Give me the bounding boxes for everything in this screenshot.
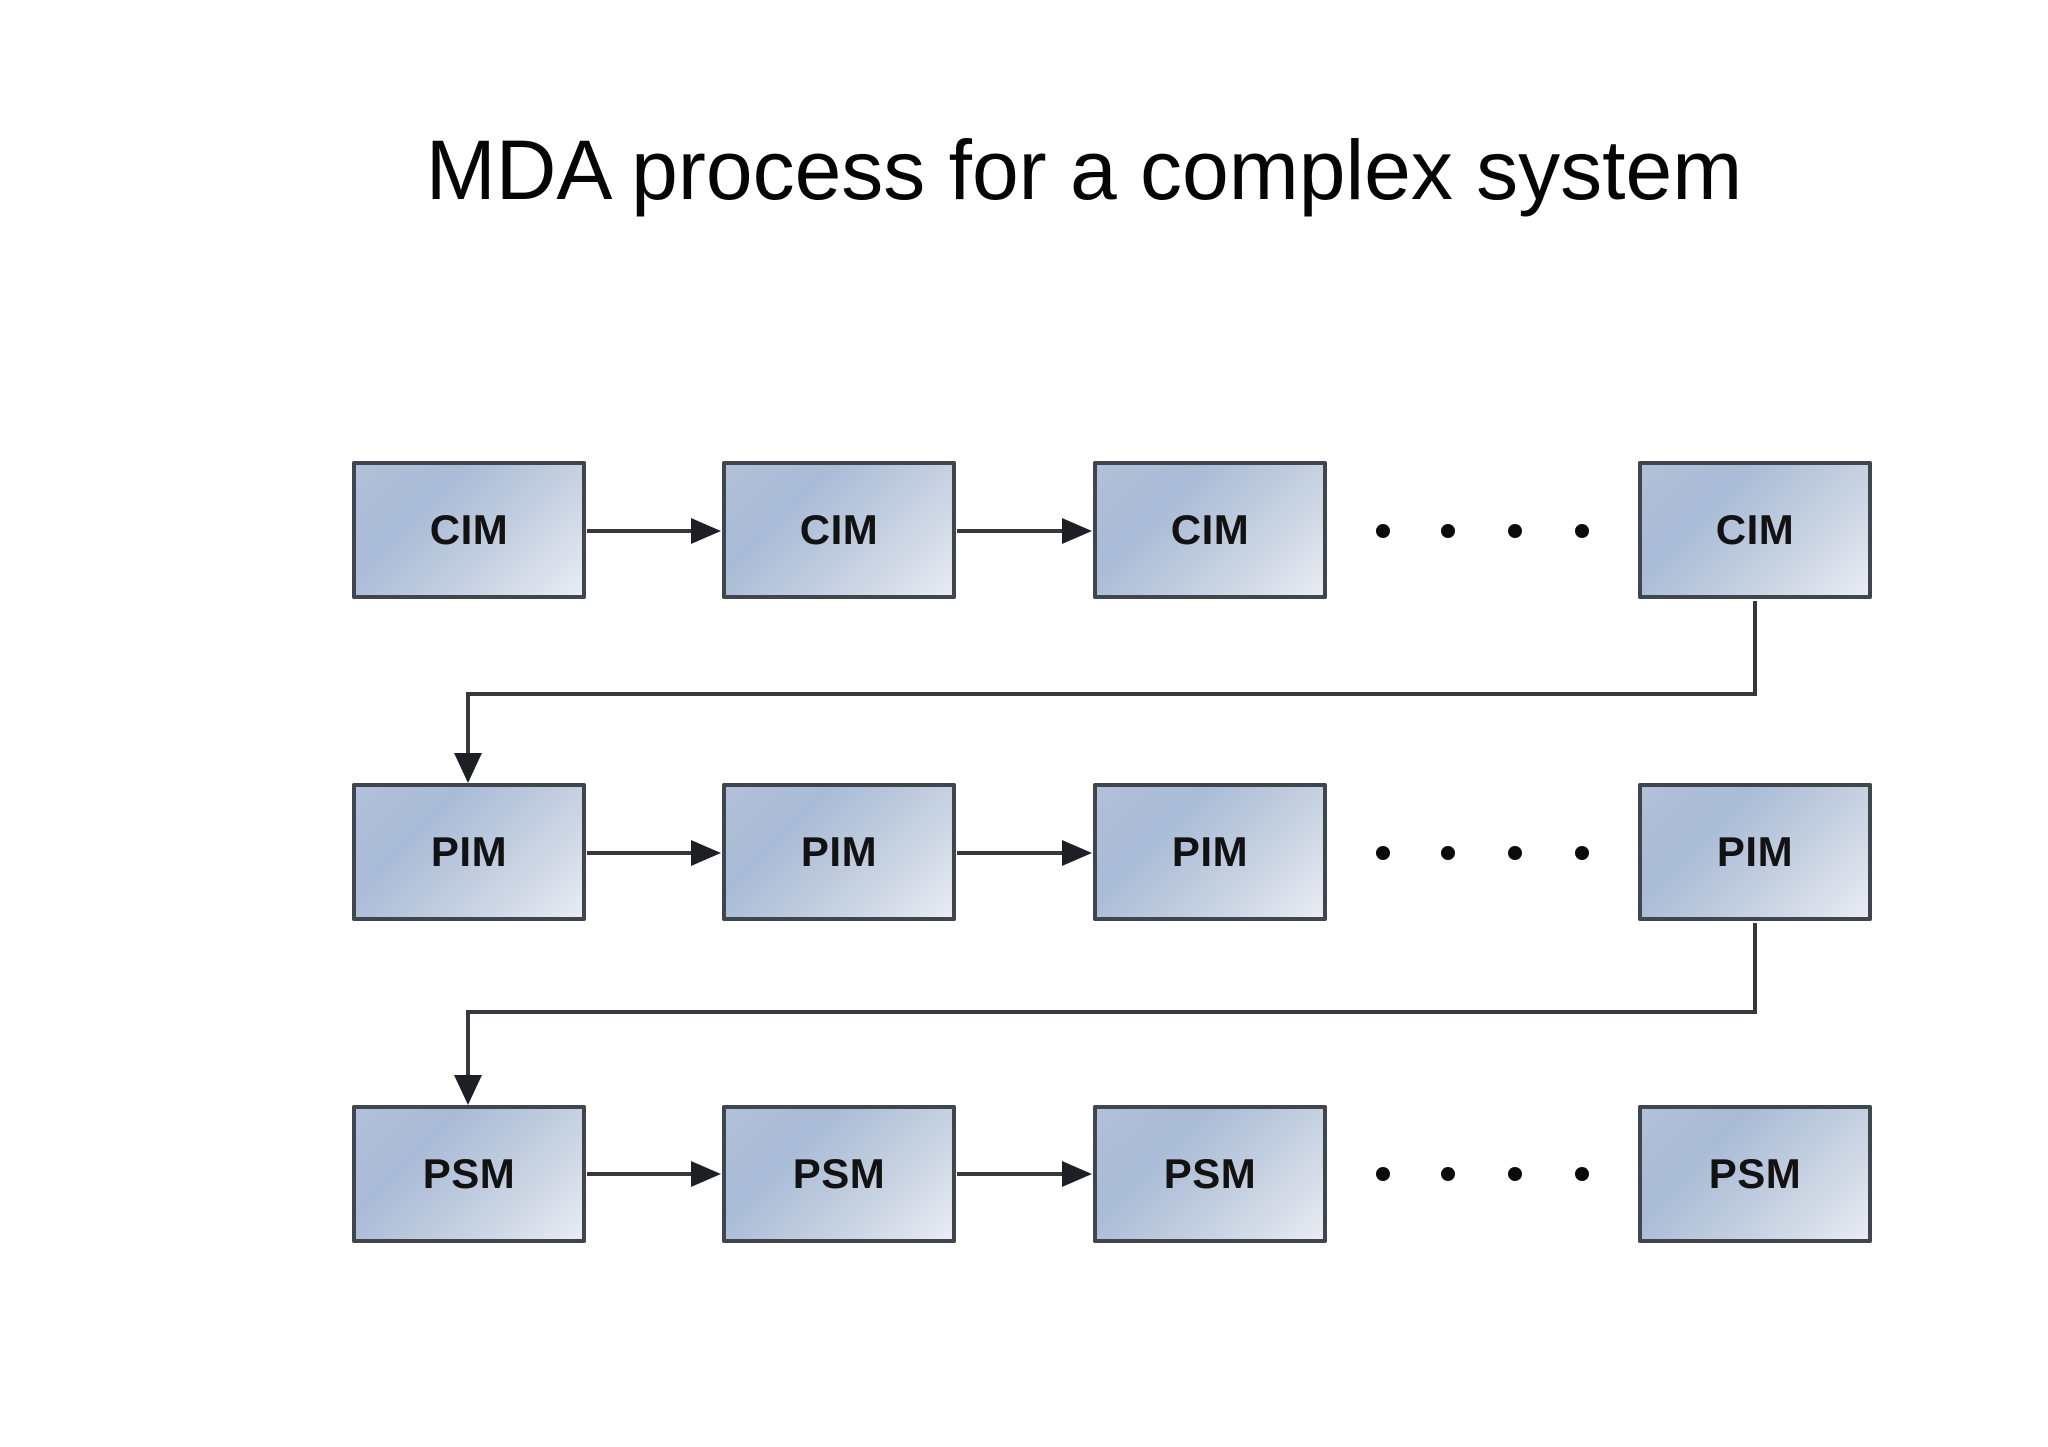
ellipsis-dot <box>1575 524 1589 538</box>
elbow-connector-pim-to-psm <box>454 923 1757 1105</box>
node-label: PSM <box>1708 1150 1802 1197</box>
arrowhead-right-icon <box>1062 518 1092 544</box>
cim-row-ellipsis-dots <box>1311 524 1589 538</box>
psm-row-arrows <box>587 1161 1092 1187</box>
pim-box-3: PIM <box>1093 783 1327 921</box>
node-label: PSM <box>422 1150 516 1197</box>
psm-box-3: PSM <box>1093 1105 1327 1243</box>
arrowhead-right-icon <box>691 840 721 866</box>
pim-box-1: PIM <box>352 783 586 921</box>
node-label: CIM <box>1170 506 1250 553</box>
ellipsis-dot <box>1508 846 1522 860</box>
ellipsis-dot <box>1575 846 1589 860</box>
node-label: CIM <box>799 506 879 553</box>
cim-box-3: CIM <box>1093 461 1327 599</box>
psm-box-4: PSM <box>1638 1105 1872 1243</box>
ellipsis-dot <box>1376 1167 1390 1181</box>
ellipsis-dot <box>1376 846 1390 860</box>
ellipsis-dot <box>1376 524 1390 538</box>
cim-box-1: CIM <box>352 461 586 599</box>
node-label: PIM <box>1171 828 1249 875</box>
node-label: CIM <box>1715 506 1795 553</box>
arrowhead-down-icon <box>454 753 482 783</box>
ellipsis-dot <box>1508 1167 1522 1181</box>
node-label: CIM <box>429 506 509 553</box>
elbow-connector-line <box>466 601 1757 757</box>
pim-box-4: PIM <box>1638 783 1872 921</box>
arrowhead-down-icon <box>454 1075 482 1105</box>
node-label: PSM <box>1163 1150 1257 1197</box>
pim-row-arrows <box>587 840 1092 866</box>
node-label: PIM <box>430 828 508 875</box>
cim-box-2: CIM <box>722 461 956 599</box>
ellipsis-dot <box>1575 1167 1589 1181</box>
arrowhead-right-icon <box>1062 1161 1092 1187</box>
ellipsis-dot <box>1441 846 1455 860</box>
node-label: PIM <box>1716 828 1794 875</box>
elbow-connector-cim-to-pim <box>454 601 1757 783</box>
cim-row-arrows <box>587 518 1092 544</box>
arrowhead-right-icon <box>1062 840 1092 866</box>
ellipsis-dot <box>1441 524 1455 538</box>
node-label: PIM <box>800 828 878 875</box>
psm-box-2: PSM <box>722 1105 956 1243</box>
arrowhead-right-icon <box>691 518 721 544</box>
node-label: PSM <box>792 1150 886 1197</box>
psm-box-1: PSM <box>352 1105 586 1243</box>
slide-title: MDA process for a complex system <box>425 123 1743 217</box>
arrowhead-right-icon <box>691 1161 721 1187</box>
cim-box-4: CIM <box>1638 461 1872 599</box>
elbow-connector-line <box>466 923 1757 1079</box>
pim-row-ellipsis-dots <box>1311 846 1589 860</box>
pim-box-2: PIM <box>722 783 956 921</box>
ellipsis-dot <box>1508 524 1522 538</box>
ellipsis-dot <box>1441 1167 1455 1181</box>
psm-row-ellipsis-dots <box>1311 1167 1589 1181</box>
